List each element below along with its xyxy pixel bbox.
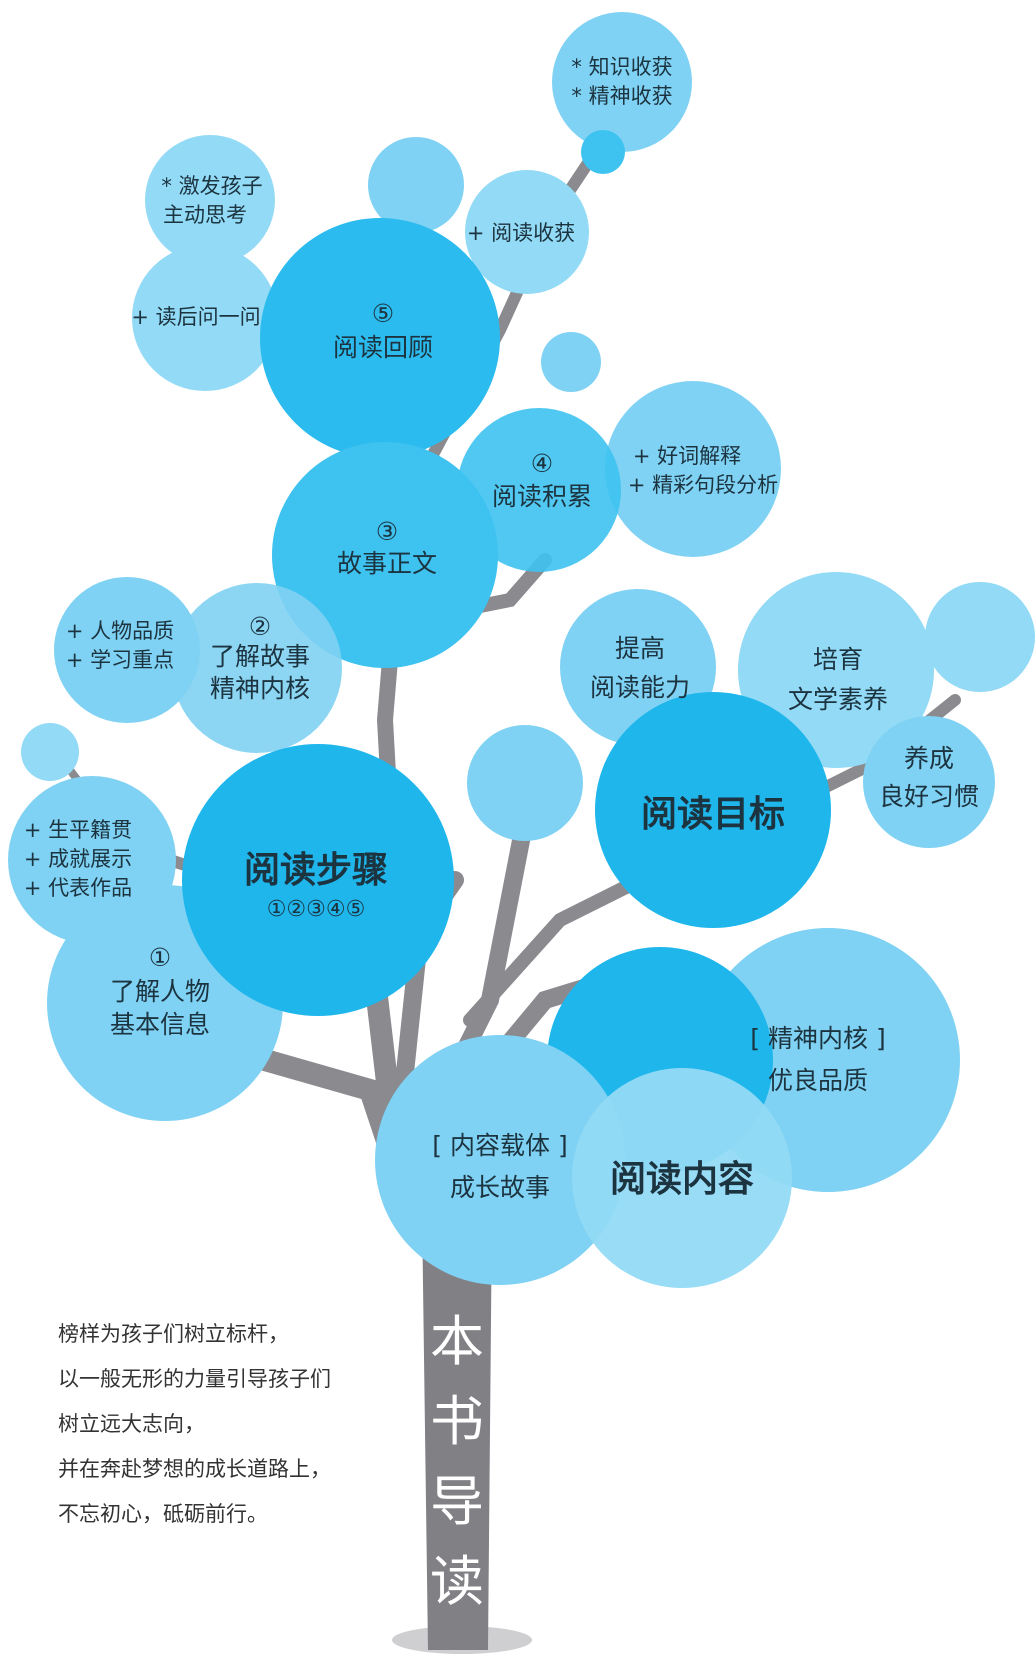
goal2-line1: 培育	[813, 645, 863, 674]
step2-detail-line1: + 人物品质	[66, 619, 174, 643]
bubble-questions	[132, 245, 278, 391]
content-main-title: 阅读内容	[610, 1159, 754, 1200]
step4-detail-line1: + 好词解释	[633, 444, 741, 468]
goal2-line2: 文学素养	[788, 685, 888, 714]
goals-main-title: 阅读目标	[641, 794, 785, 835]
questions-detail-line2: 主动思考	[163, 203, 247, 227]
intro-line-4: 并在奔赴梦想的成长道路上，	[58, 1457, 331, 1481]
goal3-line1: 养成	[904, 744, 954, 773]
step2-detail-line2: + 学习重点	[66, 648, 174, 672]
step2-number: ②	[249, 612, 271, 641]
steps-main-numbers: ①②③④⑤	[267, 897, 366, 922]
step4-title: 阅读积累	[492, 482, 592, 511]
bubble-step2-detail	[54, 577, 200, 723]
intro-line-1: 榜样为孩子们树立标杆，	[58, 1322, 289, 1346]
step1-detail-line3: + 代表作品	[24, 876, 132, 900]
bubble-step2	[172, 583, 342, 753]
bubble-small-right	[541, 332, 601, 392]
bubble-questions-detail	[145, 135, 275, 265]
carrier-line2: 成长故事	[450, 1173, 550, 1202]
bubble-step3	[272, 442, 498, 668]
bubble-content-main	[572, 1068, 792, 1288]
step4-number: ④	[531, 449, 553, 478]
bubble-goal-top-plain	[925, 582, 1035, 692]
bubble-step4	[457, 408, 621, 572]
harvest-label: + 阅读收获	[467, 221, 575, 245]
trunk-title-char-2: 书	[430, 1390, 484, 1453]
step5-number: ⑤	[372, 299, 394, 328]
branch-right-mid	[463, 873, 647, 1027]
bubbles	[8, 12, 1035, 1288]
bubble-carrier	[375, 1035, 625, 1285]
goal1-line1: 提高	[615, 634, 665, 663]
step3-title: 故事正文	[337, 549, 437, 578]
core-line1: [ 精神内核 ]	[750, 1024, 885, 1053]
harvest-detail-line2: * 精神收获	[571, 84, 672, 108]
step2-title-line1: 了解故事	[210, 642, 310, 671]
step1-detail-line2: + 成就展示	[24, 847, 132, 871]
goal3-line2: 良好习惯	[879, 782, 979, 811]
bubble-harvest-detail	[552, 12, 692, 152]
step1-title-line1: 了解人物	[110, 977, 210, 1006]
intro-line-5: 不忘初心，砥砺前行。	[58, 1502, 268, 1526]
bubble-harvest	[465, 170, 589, 294]
step1-title-line2: 基本信息	[110, 1010, 210, 1039]
branch-left-low	[254, 1049, 401, 1161]
harvest-detail-line1: * 知识收获	[571, 55, 672, 79]
bubble-goals-main	[595, 692, 831, 928]
bubble-harvest-knot	[581, 130, 625, 174]
bubble-left-small	[21, 723, 79, 781]
carrier-line1: [ 内容载体 ]	[432, 1131, 567, 1160]
step1-number: ①	[149, 943, 171, 972]
tree-trunk	[422, 1210, 492, 1650]
bubble-steps-main	[182, 744, 454, 1016]
bubble-step5	[260, 218, 500, 458]
core-line2: 优良品质	[768, 1066, 868, 1095]
step1-detail-line1: + 生平籍贯	[24, 818, 132, 842]
step4-detail-line2: + 精彩句段分析	[628, 473, 778, 497]
bubble-center-plain	[467, 725, 583, 841]
questions-label: + 读后问一问	[131, 305, 260, 329]
step2-title-line2: 精神内核	[210, 674, 310, 703]
step3-number: ③	[376, 517, 398, 546]
trunk-title-char-3: 导	[430, 1470, 484, 1533]
bubble-goal3	[863, 716, 995, 848]
bubble-step4-detail	[605, 381, 781, 557]
goal1-line2: 阅读能力	[590, 673, 690, 702]
trunk-title: 本 书 导 读	[430, 1310, 484, 1613]
steps-main-title: 阅读步骤	[244, 850, 388, 891]
intro-line-3: 树立远大志向，	[58, 1412, 205, 1436]
bubble-top-plain	[368, 137, 464, 233]
intro-paragraph: 榜样为孩子们树立标杆， 以一般无形的力量引导孩子们 树立远大志向， 并在奔赴梦想…	[58, 1312, 418, 1537]
trunk-title-char-1: 本	[430, 1310, 484, 1373]
questions-detail-line1: * 激发孩子	[161, 174, 262, 198]
trunk-title-char-4: 读	[430, 1550, 484, 1613]
intro-line-2: 以一般无形的力量引导孩子们	[58, 1367, 331, 1391]
step5-title: 阅读回顾	[333, 333, 433, 362]
